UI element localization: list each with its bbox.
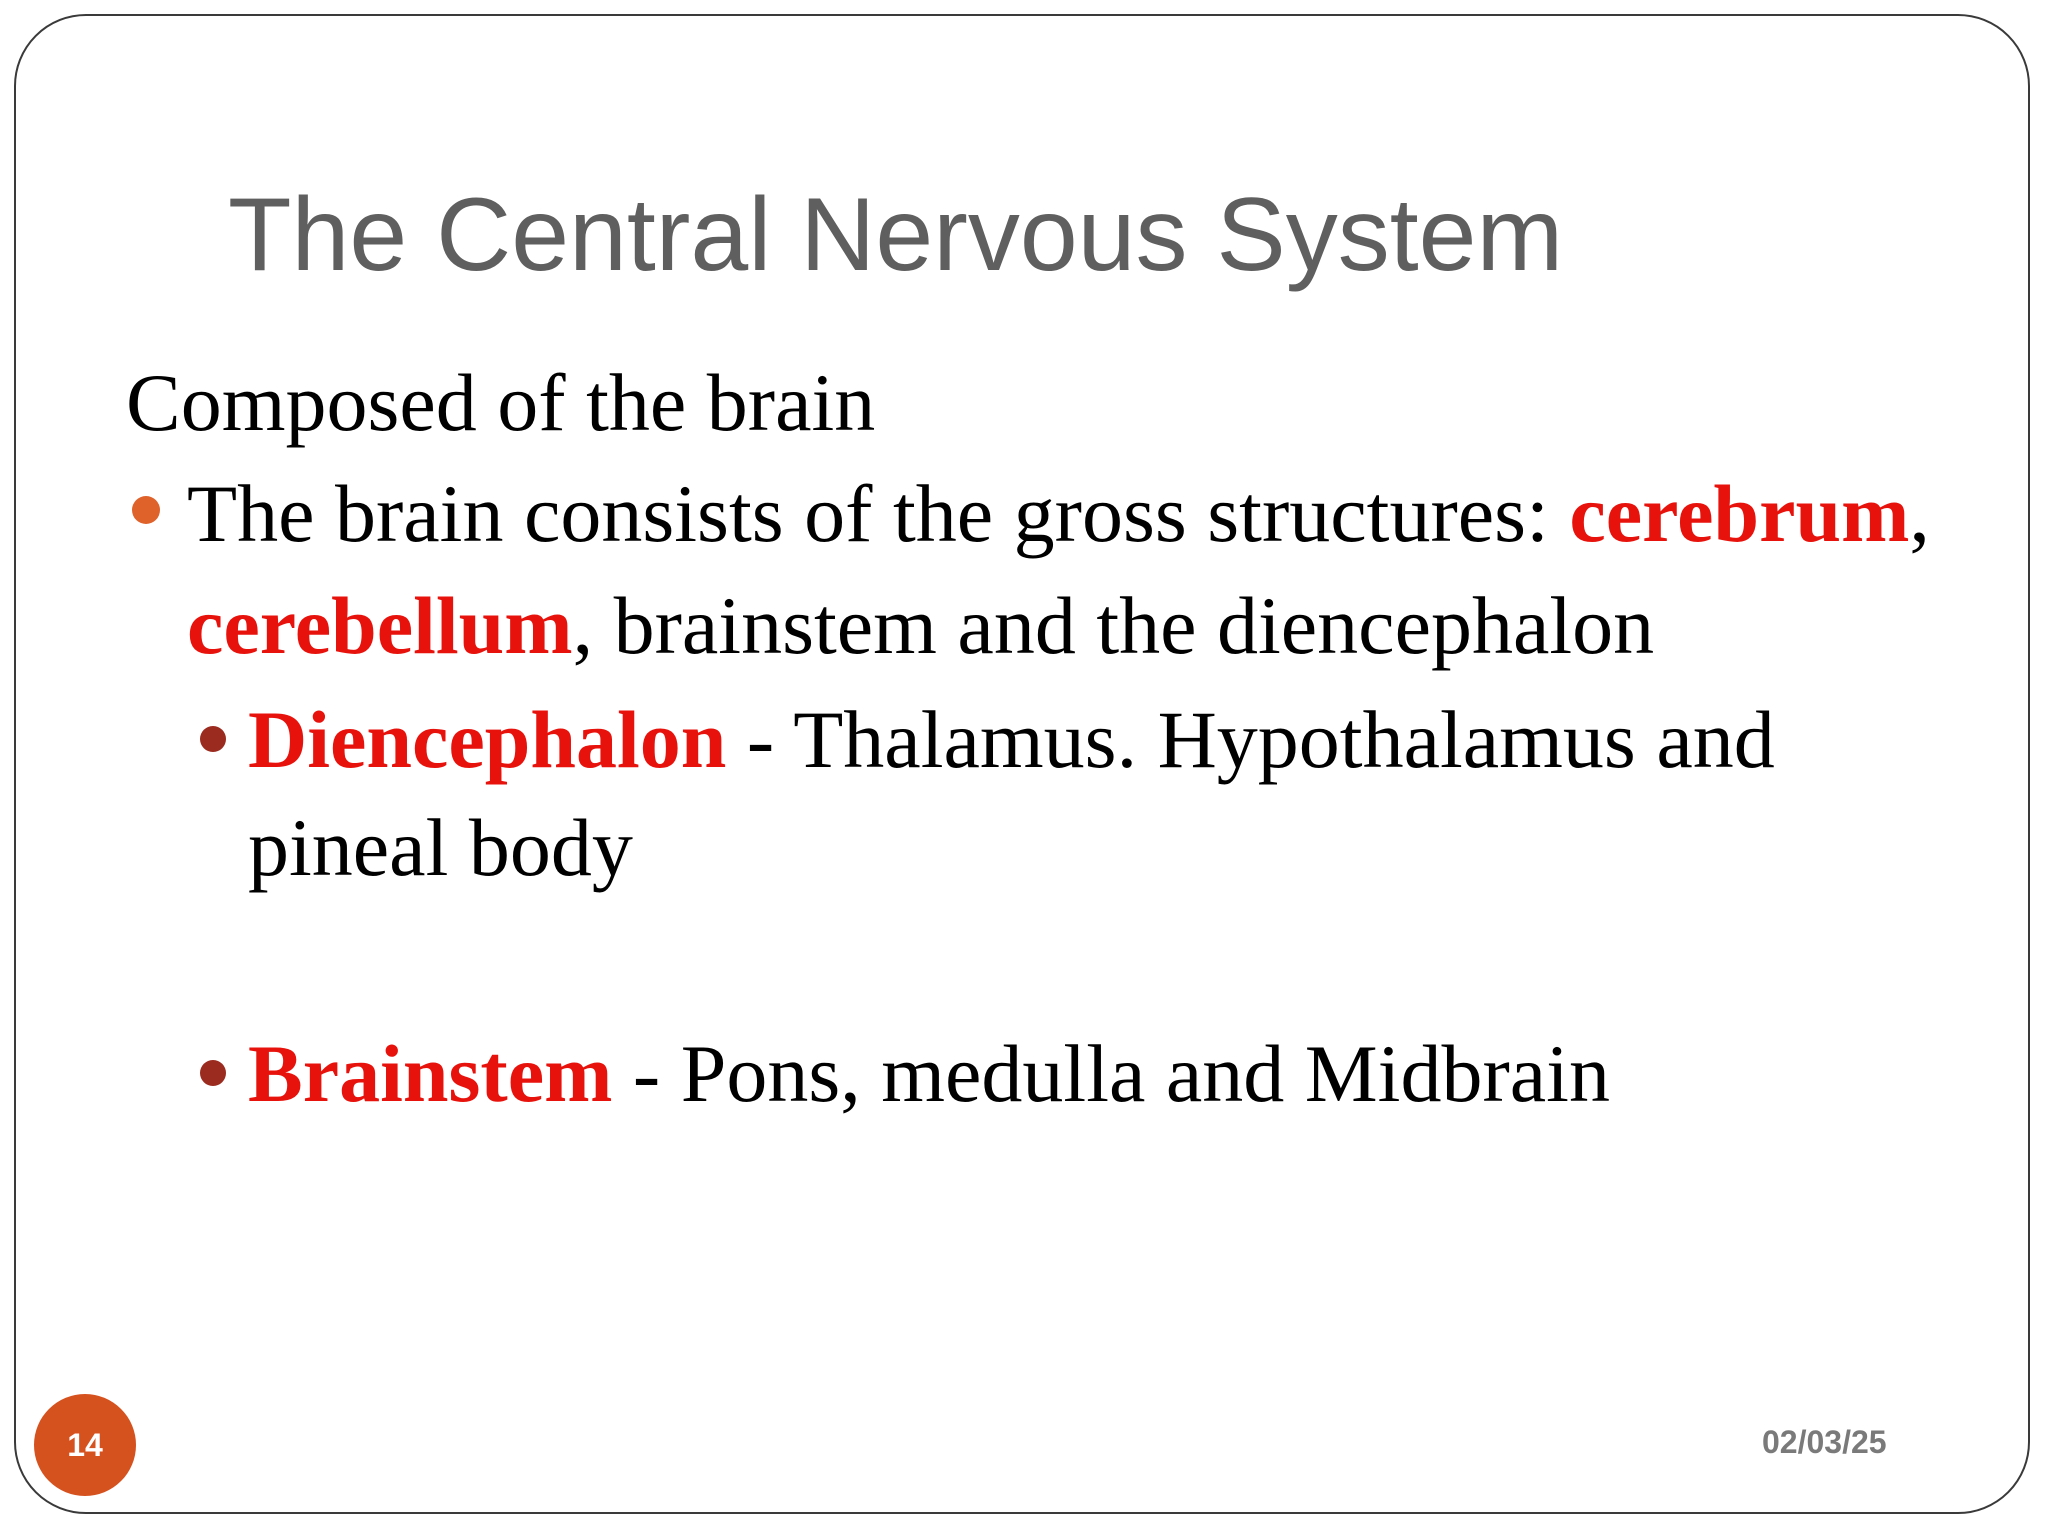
sub-bullet-text: - Pons, medulla and Midbrain (612, 1028, 1610, 1119)
bullet-dot-icon (132, 496, 160, 524)
separator: , (1909, 468, 1930, 559)
bullet-brain-structures: The brain consists of the gross structur… (126, 458, 1936, 682)
slide-frame (14, 14, 2030, 1514)
slide-title: The Central Nervous System (228, 177, 1564, 293)
sub-bullet-text: - Thalamus. Hypothalamus and pineal body (248, 694, 1775, 893)
slide-body: Composed of the brain The brain consists… (126, 348, 1936, 1128)
term-diencephalon: Diencephalon (248, 694, 727, 785)
bullet-text: The brain consists of the gross structur… (187, 468, 1570, 559)
slide-date: 02/03/25 (1762, 1424, 1887, 1460)
term-brainstem: Brainstem (248, 1028, 613, 1119)
intro-text: Composed of the brain (126, 357, 876, 448)
term-cerebrum: cerebrum (1569, 468, 1910, 559)
sub-bullet-dot-icon (200, 726, 226, 752)
term-cerebellum: cerebellum (187, 580, 573, 671)
sub-bullet-brainstem: Brainstem - Pons, medulla and Midbrain (126, 1020, 1936, 1128)
bullet-text-end: , brainstem and the diencephalon (572, 580, 1655, 671)
sub-bullet-dot-icon (200, 1060, 226, 1086)
slide-number-badge: 14 (34, 1394, 136, 1496)
sub-bullet-diencephalon: Diencephalon - Thalamus. Hypothalamus an… (126, 686, 1936, 902)
